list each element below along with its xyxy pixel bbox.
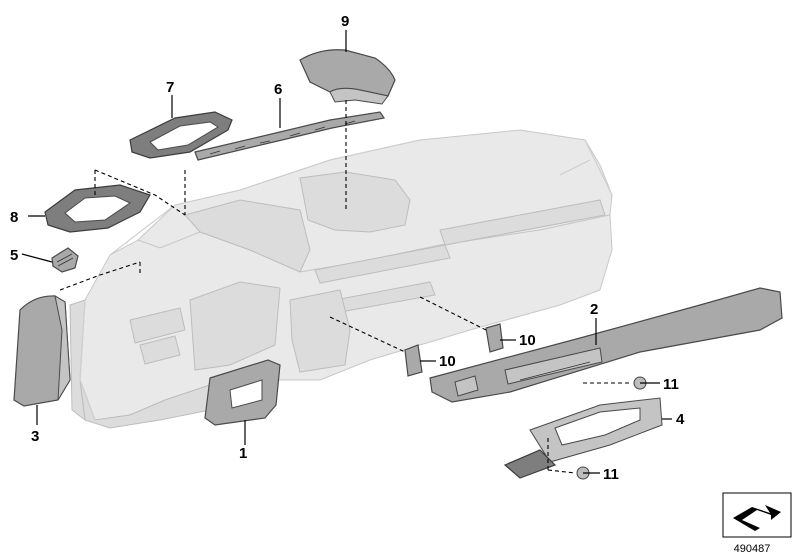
part-10-bracket-a xyxy=(485,323,504,353)
part-2-long-trim xyxy=(429,287,783,403)
callout-9: 9 xyxy=(341,13,349,30)
callout-8: 8 xyxy=(10,209,18,226)
callout-6: 6 xyxy=(274,81,282,98)
callout-7: 7 xyxy=(166,79,174,96)
part-4-handle-trim xyxy=(503,397,663,479)
callout-11-lower: 11 xyxy=(603,466,619,483)
part-3-end-panel xyxy=(13,294,71,407)
callout-3: 3 xyxy=(31,428,39,445)
callout-10-upper: 10 xyxy=(519,332,536,349)
callout-labels: 9 7 6 8 5 2 10 10 11 4 3 1 11 xyxy=(10,13,685,483)
part-8-left-frame xyxy=(44,184,151,233)
part-5-small-vent xyxy=(51,247,79,273)
callout-5: 5 xyxy=(10,247,18,264)
part-6-top-strip xyxy=(194,111,386,161)
callout-2: 2 xyxy=(590,301,598,318)
part-1-lower-trim xyxy=(204,359,281,426)
callout-10-lower: 10 xyxy=(439,353,456,370)
leader-lines xyxy=(21,30,672,474)
callout-1: 1 xyxy=(239,445,247,462)
callout-4: 4 xyxy=(676,411,685,428)
dashboard-body xyxy=(69,129,613,429)
orientation-symbol xyxy=(722,492,792,538)
part-9-display-trim xyxy=(299,49,396,105)
callout-11-upper: 11 xyxy=(663,376,679,393)
document-number: 490487 xyxy=(734,543,771,555)
part-7-cluster-frame xyxy=(129,111,233,159)
part-10-bracket-b xyxy=(404,344,423,377)
